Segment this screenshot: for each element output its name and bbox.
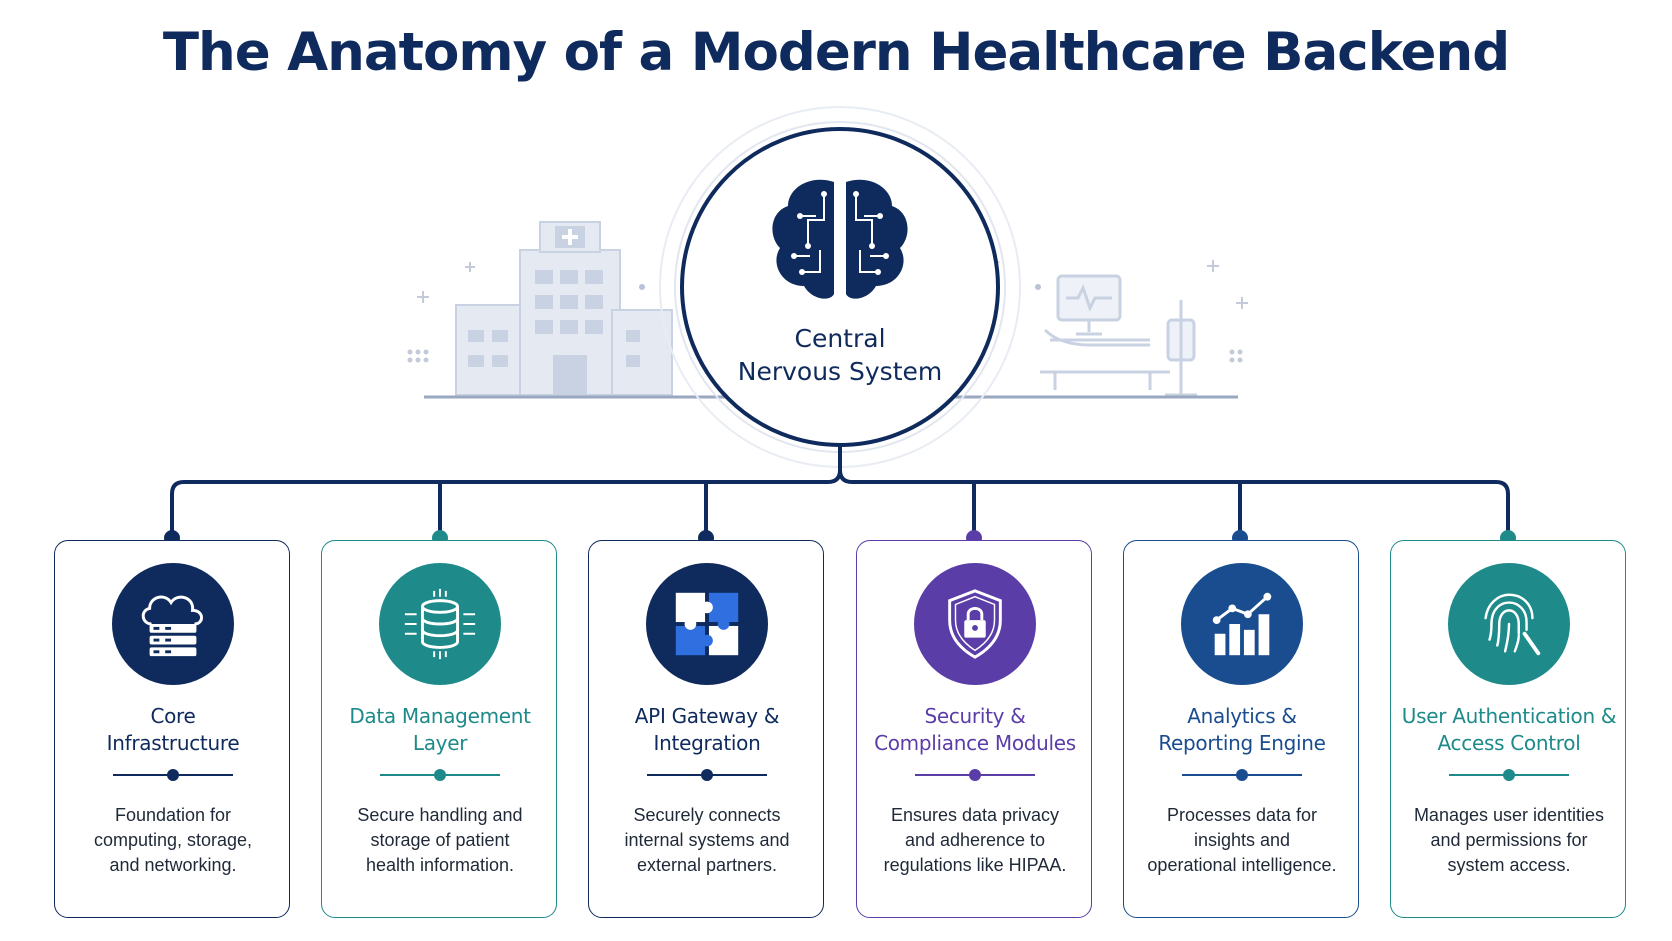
card-divider [1182, 769, 1302, 781]
cloud-server-icon [141, 595, 203, 657]
database-icon [404, 588, 476, 660]
puzzle-icon [675, 592, 739, 656]
card-analytics-reporting: Analytics &Reporting Engine Processes da… [1123, 540, 1359, 918]
card-title: User Authentication &Access Control [1401, 704, 1617, 755]
card-divider [915, 769, 1035, 781]
brain-circuit-icon [772, 179, 908, 299]
card-divider [647, 769, 767, 781]
card-title: Analytics &Reporting Engine [1158, 704, 1326, 755]
hub-label-line2: Nervous System [737, 357, 943, 386]
medical-equipment-illustration [1040, 274, 1197, 397]
card-title: Security &Compliance Modules [874, 704, 1076, 755]
card-title: API Gateway &Integration [634, 704, 780, 755]
card-badge [112, 563, 234, 685]
card-badge [379, 563, 501, 685]
card-api-gateway: API Gateway &Integration Securely connec… [588, 540, 824, 918]
card-user-authentication: User Authentication &Access Control Mana… [1390, 540, 1626, 918]
card-badge [646, 563, 768, 685]
card-badge [1181, 563, 1303, 685]
card-divider [113, 769, 233, 781]
page-title: The Anatomy of a Modern Healthcare Backe… [162, 22, 1510, 83]
card-badge [1448, 563, 1570, 685]
connector-tree [170, 445, 1510, 536]
card-divider [1449, 769, 1569, 781]
card-badge [914, 563, 1036, 685]
bar-chart-icon [1212, 592, 1272, 656]
card-security-compliance: Security &Compliance Modules Ensures dat… [856, 540, 1092, 918]
hospital-illustration [455, 221, 673, 396]
card-divider [380, 769, 500, 781]
hub-label: Central Nervous System [690, 322, 990, 388]
hub-label-line1: Central [794, 324, 886, 353]
shield-lock-icon [948, 589, 1002, 659]
fingerprint-icon [1484, 593, 1541, 656]
